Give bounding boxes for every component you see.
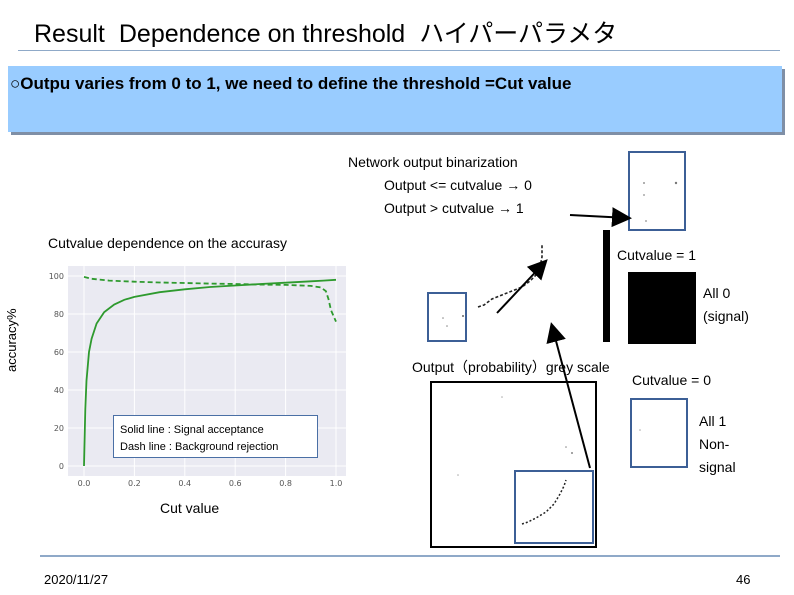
all-zero-label: All 0: [703, 285, 731, 301]
x-tick-label: 0.4: [178, 479, 191, 488]
bullet-box: [8, 66, 782, 132]
all-zero-sublabel: (signal): [703, 308, 749, 324]
chart-legend: Solid line : Signal acceptance Dash line…: [113, 415, 318, 458]
y-tick-labels: 0 20 40 60 80 100: [49, 272, 64, 471]
roi-curve-image: [521, 479, 567, 525]
y-tick-label: 40: [54, 386, 64, 395]
chart-series: [83, 276, 337, 467]
x-tick-labels: 0.0 0.2 0.4 0.6 0.8 1.0: [78, 479, 343, 488]
all-one-image: [630, 398, 688, 468]
legend-dash-entry: Dash line : Background rejection: [120, 441, 279, 453]
y-tick-label: 60: [54, 348, 64, 357]
footer-date: 2020/11/27: [44, 572, 109, 587]
background-rejection-line: [83, 276, 337, 322]
binarized-output-image: [628, 151, 686, 231]
binarized-dots-image: [643, 181, 678, 222]
full-output-image: [430, 381, 597, 548]
all-zero-image: [628, 272, 696, 344]
page-number: 46: [736, 572, 751, 587]
zoomed-dots-image: [442, 315, 464, 327]
title-part-dependence: Dependence on threshold: [118, 20, 406, 48]
footer-divider: [40, 555, 780, 557]
grey-scale-output-label: Output（probability）grey scale: [412, 359, 610, 375]
title-part-hyperparameter: ハイパーパラメタ: [419, 20, 618, 48]
title-part-result: Result: [34, 20, 105, 48]
all-one-label: All 1: [699, 413, 727, 429]
chart-heading: Cutvalue dependence on the accurasy: [48, 235, 287, 251]
y-tick-label: 80: [54, 310, 64, 319]
title-divider: [18, 50, 780, 51]
track-curve-image: [477, 245, 543, 308]
slide-title: Result Dependence on threshold ハイパーパラメタ: [34, 14, 617, 50]
y-tick-label: 20: [54, 424, 64, 433]
bullet-text: ○Outpu varies from 0 to 1, we need to de…: [10, 74, 572, 93]
full-output-dots: [457, 396, 573, 476]
all-one-dots: [639, 429, 641, 431]
all-one-sublabel-2: signal: [699, 459, 736, 475]
region-of-interest-frame: [514, 470, 594, 544]
binarization-rule-0: Output <= cutvalue → 0: [384, 177, 532, 193]
x-tick-label: 0.2: [128, 479, 141, 488]
signal-acceptance-line: [83, 278, 337, 467]
all-one-sublabel: Non-: [699, 436, 730, 452]
y-tick-label: 0: [59, 462, 64, 471]
y-tick-label: 100: [49, 272, 64, 281]
arrow-to-greyscale: [546, 322, 591, 469]
legend-solid-entry: Solid line : Signal acceptance: [120, 424, 264, 436]
zoomed-output-image: [427, 292, 467, 342]
x-tick-label: 0.6: [229, 479, 242, 488]
binarization-heading: Network output binarization: [348, 154, 518, 170]
x-axis-label: Cut value: [160, 500, 220, 516]
arrow-to-binarized: [569, 207, 632, 228]
binarization-rule-1: Output > cutvalue → 1: [384, 200, 524, 216]
x-tick-label: 0.0: [78, 479, 91, 488]
grey-scale-bar: [603, 230, 610, 342]
x-tick-label: 1.0: [330, 479, 343, 488]
arrow-to-track: [496, 259, 548, 314]
cutvalue-1-label: Cutvalue = 1: [617, 247, 696, 263]
x-tick-label: 0.8: [279, 479, 292, 488]
cutvalue-0-label: Cutvalue = 0: [632, 372, 711, 388]
